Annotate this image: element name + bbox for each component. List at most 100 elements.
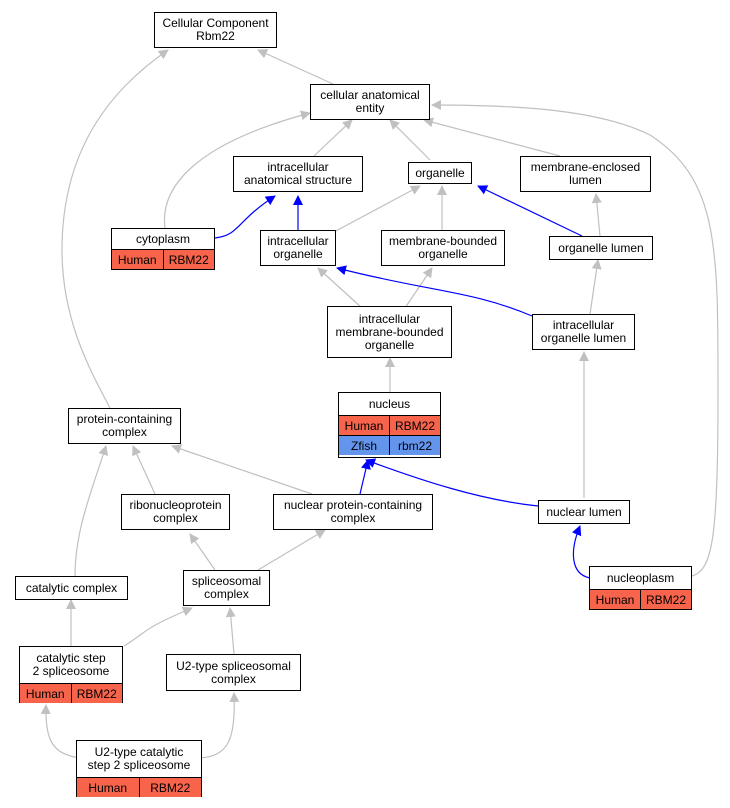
node-label-line: catalytic complex (25, 580, 118, 595)
edge-cs2-sc (123, 606, 193, 647)
node-label-line: complex (211, 671, 256, 686)
edge-imbo-mbo (404, 267, 433, 309)
gene-cell-human[interactable]: RBM22 (162, 250, 214, 269)
node-label-line: ribonucleoprotein (129, 498, 222, 512)
node-label-line: Cellular Component (162, 16, 269, 30)
node-label-line: Rbm22 (196, 29, 235, 43)
node-label-line: complex (102, 425, 147, 439)
edge-cyto-ias (214, 195, 276, 239)
annotation-row: Zfish rbm22 (339, 435, 440, 455)
edge-u2c2-u2 (199, 692, 240, 759)
node-label-line: spliceosomal (191, 574, 262, 588)
node-label-line: U2-type catalytic (94, 745, 184, 759)
node-label-line: membrane-bounded (388, 234, 498, 248)
species-cell-human[interactable]: Human (112, 250, 163, 269)
edge-io-org (333, 185, 421, 233)
node-catalytic-complex[interactable]: catalytic complex (15, 576, 128, 600)
species-cell-zfish[interactable]: Zfish (339, 436, 389, 455)
node-label-line: complex (330, 511, 376, 525)
node-label-line: membrane-enclosed (530, 160, 641, 174)
node-label-line: membrane-bounded (335, 324, 444, 339)
node-label-line: intracellular (267, 160, 329, 174)
annotation-row: Human RBM22 (339, 415, 440, 435)
gene-cell-human[interactable]: RBM22 (389, 416, 440, 435)
gene-cell-human[interactable]: RBM22 (640, 590, 691, 609)
node-organelle[interactable]: organelle (408, 162, 472, 184)
node-label-line: lumen (569, 173, 602, 187)
edge-npcc-nucleus (359, 459, 371, 495)
node-label-line: intracellular (358, 311, 421, 326)
species-cell-human[interactable]: Human (339, 416, 389, 435)
node-label-line: catalytic step (36, 651, 106, 665)
edge-nucleoplasm-nl (571, 525, 591, 579)
node-nucleus[interactable]: nucleus Human RBM22 Zfish rbm22 (338, 392, 441, 458)
edge-u2c2-cs2 (40, 704, 81, 759)
edge-mel-cae (423, 117, 561, 157)
node-label-line: U2-type spliceosomal (176, 658, 291, 673)
node-organelle-lumen[interactable]: organelle lumen (549, 236, 653, 260)
node-label-line: nuclear lumen (546, 504, 622, 519)
edge-imbo-io (317, 267, 363, 309)
node-label-line: entity (355, 101, 385, 115)
node-label-line: organelle lumen (558, 240, 644, 255)
node-cytoplasm[interactable]: cytoplasm Human RBM22 (111, 228, 215, 270)
annotation-row: Human RBM22 (20, 683, 122, 703)
edge-pcc-root (61, 49, 169, 409)
node-nuclear-lumen[interactable]: nuclear lumen (538, 500, 630, 524)
edge-iol-ol (589, 259, 602, 315)
species-cell-human[interactable]: Human (20, 684, 71, 703)
node-label-line: 2 spliceosome (32, 664, 110, 678)
annotation-row: Human RBM22 (77, 777, 201, 797)
edge-cyto-cae (163, 110, 311, 229)
node-label-line: step 2 spliceosome (87, 758, 191, 772)
node-label-line: organelle lumen (540, 331, 627, 345)
node-label-line: nuclear protein-containing (283, 498, 423, 512)
node-label-line: complex (153, 511, 198, 525)
edge-ol-mel (591, 193, 602, 237)
edge-ol-org (477, 185, 583, 237)
edge-iol-io (336, 265, 533, 317)
edge-u2-sc (225, 607, 236, 655)
edge-sc-npcc (257, 529, 326, 571)
edge-cae-root (257, 49, 334, 85)
edge-sc-rnp (189, 533, 216, 571)
node-label-line: cytoplasm (135, 231, 191, 246)
species-cell-human[interactable]: Human (77, 778, 139, 797)
node-label-line: protein-containing (76, 412, 173, 426)
annotation-row: Human RBM22 (590, 589, 691, 609)
gene-cell-human[interactable]: RBM22 (138, 778, 201, 797)
edge-nucleoplasm-cae (431, 100, 719, 577)
node-label-line: intracellular (267, 234, 329, 248)
node-label-line: complex (204, 587, 249, 601)
edge-cc-pcc (74, 445, 109, 577)
edge-nl-nucleus (365, 458, 539, 507)
edge-rnp-pcc (132, 445, 156, 495)
node-nucleoplasm[interactable]: nucleoplasm Human RBM22 (589, 566, 692, 610)
node-label-line: organelle (273, 247, 323, 261)
annotation-row: Human RBM22 (112, 249, 214, 269)
gene-cell-human[interactable]: RBM22 (70, 684, 122, 703)
node-label-line: nucleus (368, 396, 411, 411)
node-label-line: organelle (418, 247, 468, 261)
node-label-line: cellular anatomical (320, 88, 420, 102)
edge-npcc-pcc (171, 444, 313, 495)
gene-cell-zfish[interactable]: rbm22 (389, 436, 440, 455)
node-label-line: organelle (415, 165, 465, 180)
species-cell-human[interactable]: Human (590, 590, 640, 609)
